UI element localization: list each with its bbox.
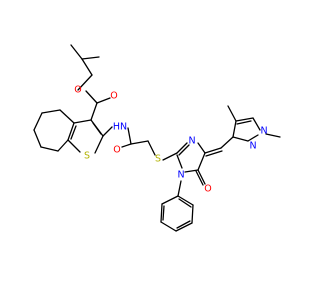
ester-ether-oxygen-label: O [74,85,81,96]
bond-network [33,44,281,232]
thiophene-sulfur-label: S [84,151,90,162]
amide-nh-label: HN [113,122,127,133]
imidazolone-carbonyl-oxygen-label: O [204,184,211,195]
molecule-structure-diagram: O O HN O S S N N O N N [33,44,281,232]
thioether-sulfur-label: S [155,154,161,165]
imidazolone-n3-label: N [188,136,195,147]
atom-labels: O O HN O S S N N O N N [74,85,267,195]
pyrazole-n1-label: N [249,141,256,152]
pyrazole-n2-label: N [260,126,267,137]
imidazolone-n1-label: N [177,170,184,181]
ester-carbonyl-oxygen-label: O [110,91,117,102]
amide-carbonyl-oxygen-label: O [113,145,120,156]
